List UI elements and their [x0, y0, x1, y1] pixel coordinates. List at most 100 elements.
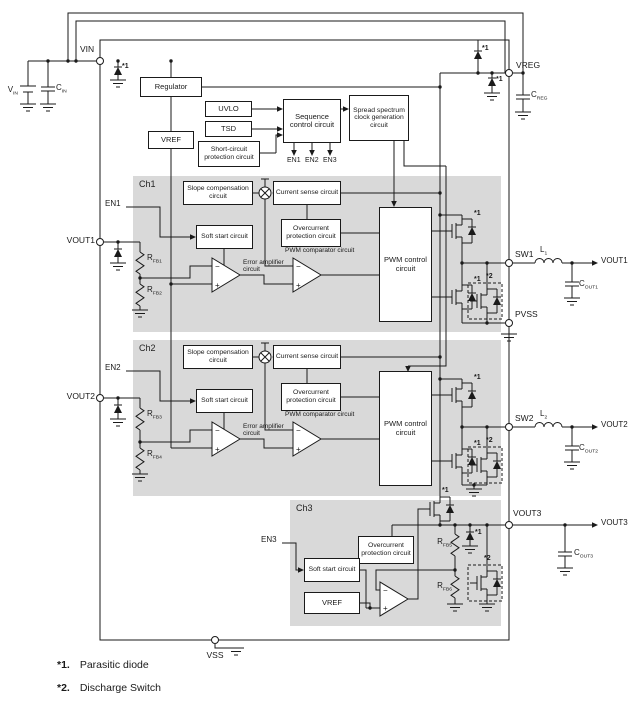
marker-parasitic-ch3-pass: *1	[442, 487, 449, 494]
label-cout1: COUT1	[579, 279, 598, 291]
label-en1-ch1: EN1	[105, 199, 121, 208]
label-rfb6: RFB6	[437, 581, 452, 593]
label-en1-seq: EN1	[287, 157, 301, 164]
label-rfb1: RFB1	[147, 253, 162, 265]
label-ch2: Ch2	[139, 343, 156, 353]
pin-vout3	[505, 521, 513, 529]
label-pin-vout1: VOUT1	[66, 235, 95, 245]
label-rfb2: RFB2	[147, 285, 162, 297]
block-current-sense-ch2: Current sense circuit	[273, 345, 341, 369]
inductors	[534, 258, 563, 428]
marker-parasitic-ch2-high: *1	[474, 374, 481, 381]
svg-text:−: −	[215, 426, 220, 435]
label-vin-source: VIN	[7, 85, 18, 97]
svg-text:+: +	[215, 281, 220, 290]
pwm-comparator-ch2	[292, 421, 322, 457]
label-en3-seq: EN3	[323, 157, 337, 164]
block-overcurrent-ch1: Overcurrent protection circuit	[281, 219, 341, 247]
label-cout3: COUT3	[574, 548, 593, 560]
label-ch3: Ch3	[296, 503, 313, 513]
wires-ch1	[104, 192, 592, 334]
marker-discharge-ch3: *2	[484, 555, 491, 562]
label-creg: CREG	[531, 90, 548, 102]
label-pin-vin: VIN	[80, 44, 95, 54]
opamp-polarity-marks: − + − + − + − + − +	[215, 262, 388, 613]
pwm-comparator-ch1	[292, 257, 322, 293]
label-pin-vout3: VOUT3	[513, 508, 542, 518]
marker-discharge-ch2: *2	[486, 437, 493, 444]
label-output-vout3: VOUT3	[601, 518, 628, 527]
svg-text:+: +	[296, 445, 301, 454]
label-pin-vout2: VOUT2	[66, 391, 95, 401]
block-soft-start-ch3: Soft start circuit	[304, 558, 360, 582]
block-sequence-control: Sequence control circuit	[283, 99, 341, 143]
note-parasitic-diode: *1.Parasitic diode	[57, 659, 149, 671]
marker-parasitic-ch1-low: *1	[474, 276, 481, 283]
block-current-sense-ch1: Current sense circuit	[273, 181, 341, 205]
pin-sw1	[505, 259, 513, 267]
note-discharge-switch: *2.Discharge Switch	[57, 682, 161, 694]
wires-ch3	[214, 508, 592, 649]
block-slope-compensation-ch2: Slope compensation circuit	[183, 345, 253, 369]
label-rfb3: RFB3	[147, 409, 162, 421]
block-overcurrent-ch3: Overcurrent protection circuit	[358, 536, 414, 564]
svg-text:+: +	[215, 445, 220, 454]
pin-pvss	[505, 319, 513, 327]
block-slope-compensation-ch1: Slope compensation circuit	[183, 181, 253, 205]
marker-parasitic-vreg-up: *1	[482, 45, 489, 52]
label-l1: L1	[540, 245, 548, 257]
marker-parasitic-vin: *1	[122, 63, 129, 70]
marker-parasitic-vreg-down: *1	[496, 76, 503, 83]
block-vref-top: VREF	[148, 131, 194, 149]
label-ch1: Ch1	[139, 179, 156, 189]
svg-text:−: −	[296, 426, 301, 435]
label-pin-vss: VSS	[206, 650, 224, 660]
block-vref-ch3: VREF	[304, 592, 360, 614]
label-pin-pvss: PVSS	[515, 309, 538, 319]
svg-text:+: +	[296, 281, 301, 290]
svg-text:−: −	[215, 262, 220, 271]
error-amp-ch2	[211, 421, 241, 457]
error-amp-ch1	[211, 257, 241, 293]
label-error-amp-ch2: Error amplifier circuit	[243, 423, 284, 438]
block-soft-start-ch1: Soft start circuit	[196, 225, 253, 249]
block-regulator: Regulator	[140, 77, 202, 97]
label-cout2: COUT2	[579, 443, 598, 455]
label-output-vout2: VOUT2	[601, 420, 628, 429]
chip-outline	[99, 39, 510, 641]
block-pwm-control-ch2: PWM control circuit	[379, 371, 432, 486]
pin-circles	[96, 57, 513, 644]
label-output-vout1: VOUT1	[601, 256, 628, 265]
block-spread-spectrum: Spread spectrum clock generation circuit	[349, 95, 409, 141]
block-short-circuit-protection: Short-circuit protection circuit	[198, 141, 260, 167]
svg-text:−: −	[383, 586, 388, 595]
block-overcurrent-ch2: Overcurrent protection circuit	[281, 383, 341, 411]
error-amp-ch3	[379, 581, 409, 617]
pin-sw2	[505, 423, 513, 431]
label-l2: L2	[540, 409, 548, 421]
pin-vss	[211, 636, 219, 644]
label-en2-ch2: EN2	[105, 363, 121, 372]
marker-parasitic-vout3: *1	[475, 529, 482, 536]
pin-vin	[96, 57, 104, 65]
pin-vreg	[505, 69, 513, 77]
block-uvlo: UVLO	[205, 101, 252, 117]
pin-vout1	[96, 238, 104, 246]
wires-top	[20, 12, 524, 493]
label-error-amp-ch1: Error amplifier circuit	[243, 259, 284, 274]
svg-text:+: +	[383, 604, 388, 613]
label-pwm-comparator-ch2: PWM comparator circuit	[285, 411, 355, 418]
label-en2-seq: EN2	[305, 157, 319, 164]
marker-parasitic-ch1-high: *1	[474, 210, 481, 217]
label-en3-ch3: EN3	[261, 535, 277, 544]
label-pin-sw2: SW2	[515, 413, 534, 423]
label-pwm-comparator-ch1: PWM comparator circuit	[285, 247, 355, 254]
label-pin-sw1: SW1	[515, 249, 534, 259]
block-tsd: TSD	[205, 121, 252, 137]
label-pin-vreg: VREG	[516, 60, 541, 70]
block-soft-start-ch2: Soft start circuit	[196, 389, 253, 413]
discharge-switch-boxes	[467, 282, 503, 602]
svg-text:−: −	[296, 262, 301, 271]
